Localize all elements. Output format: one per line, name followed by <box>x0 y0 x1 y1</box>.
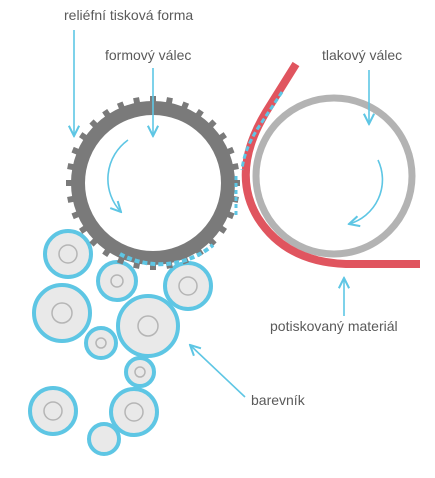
inking-unit-rollers <box>28 229 213 456</box>
ink-film-on-plate <box>119 243 215 267</box>
ink-roller <box>32 283 92 343</box>
ink-roller <box>163 261 213 311</box>
label-substrate: potiskovaný materiál <box>270 318 398 334</box>
ink-roller <box>43 229 93 279</box>
ink-roller <box>96 260 138 302</box>
ink-roller <box>109 387 159 437</box>
rotation-arrow-impression <box>349 159 384 224</box>
label-impression-cylinder: tlakový válec <box>322 47 403 63</box>
ink-roller <box>84 326 118 360</box>
impression-cylinder <box>252 94 416 258</box>
label-inking-unit: barevník <box>251 392 305 408</box>
arrow-to-inking-unit <box>190 345 246 398</box>
ink-roller <box>28 386 78 436</box>
anilox-roller <box>116 294 180 358</box>
label-plate-cylinder: formový válec <box>105 47 192 63</box>
label-relief-plate: reliéfní tisková forma <box>64 7 194 23</box>
printed-ink-on-substrate <box>240 91 284 171</box>
relief-tooth <box>150 262 156 270</box>
ink-roller <box>87 422 121 456</box>
rotation-arrow-plate <box>107 139 129 212</box>
plate-cylinder <box>66 96 240 270</box>
ink-roller <box>124 356 156 388</box>
